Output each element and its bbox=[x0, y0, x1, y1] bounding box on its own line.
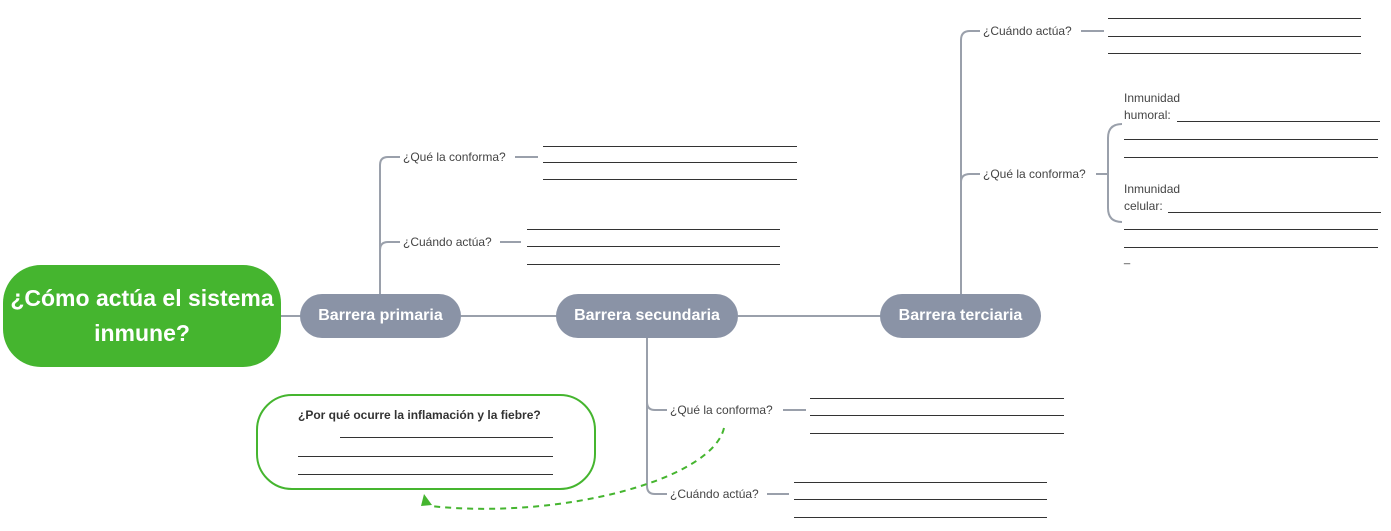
terciaria-que-la-conforma[interactable]: ¿Qué la conforma? bbox=[983, 167, 1086, 181]
terciaria-cuando-actua[interactable]: ¿Cuándo actúa? bbox=[983, 24, 1072, 38]
primaria-que-la-conforma[interactable]: ¿Qué la conforma? bbox=[403, 150, 506, 164]
answer-line[interactable] bbox=[1108, 53, 1361, 54]
node-barrera-terciaria[interactable]: Barrera terciaria bbox=[880, 294, 1041, 338]
answer-line[interactable] bbox=[794, 482, 1047, 483]
answer-line[interactable] bbox=[543, 162, 797, 163]
barrera-primaria-label: Barrera primaria bbox=[318, 307, 443, 324]
bracket-inmunidad bbox=[1107, 123, 1123, 223]
answer-line[interactable] bbox=[794, 517, 1047, 518]
answer-line[interactable] bbox=[1124, 157, 1378, 158]
answer-line[interactable] bbox=[543, 146, 797, 147]
barrera-secundaria-label: Barrera secundaria bbox=[574, 307, 720, 324]
answer-line[interactable] bbox=[1108, 18, 1361, 19]
node-barrera-secundaria[interactable]: Barrera secundaria bbox=[556, 294, 738, 338]
inmunidad-celular-label: Inmunidad celular: bbox=[1124, 182, 1181, 213]
answer-line[interactable] bbox=[298, 456, 553, 457]
answer-line[interactable] bbox=[1108, 36, 1361, 37]
answer-line[interactable] bbox=[1124, 229, 1378, 230]
answer-line[interactable] bbox=[543, 179, 797, 180]
secundaria-cuando-actua[interactable]: ¿Cuándo actúa? bbox=[670, 487, 759, 501]
answer-line[interactable] bbox=[810, 433, 1064, 434]
dashed-arrow-line bbox=[429, 427, 725, 510]
answer-line[interactable] bbox=[1124, 247, 1378, 248]
root-topic-label: ¿Cómo actúa el sistema inmune? bbox=[10, 285, 274, 346]
answer-line[interactable] bbox=[527, 229, 780, 230]
answer-line[interactable] bbox=[794, 499, 1047, 500]
inmunidad-humoral-label: Inmunidad humoral: bbox=[1124, 91, 1181, 122]
connector-secundaria-q2 bbox=[646, 402, 667, 495]
answer-line[interactable] bbox=[527, 264, 780, 265]
node-barrera-primaria[interactable]: Barrera primaria bbox=[300, 294, 461, 338]
root-topic[interactable]: ¿Cómo actúa el sistema inmune? bbox=[3, 265, 281, 367]
connector-primaria-q2 bbox=[379, 241, 400, 251]
secundaria-que-la-conforma[interactable]: ¿Qué la conforma? bbox=[670, 403, 773, 417]
answer-line[interactable] bbox=[1177, 121, 1380, 122]
answer-line[interactable] bbox=[1168, 212, 1381, 213]
connector-primaria-q1 bbox=[379, 156, 400, 295]
trailing-mark: _ bbox=[1124, 253, 1131, 265]
connector-terciaria-q2 bbox=[960, 173, 980, 183]
answer-line[interactable] bbox=[1124, 139, 1378, 140]
answer-line[interactable] bbox=[810, 398, 1064, 399]
answer-line[interactable] bbox=[810, 415, 1064, 416]
answer-line[interactable] bbox=[340, 437, 553, 438]
connector-secundaria-q1 bbox=[646, 338, 667, 411]
primaria-cuando-actua[interactable]: ¿Cuándo actúa? bbox=[403, 235, 492, 249]
barrera-terciaria-label: Barrera terciaria bbox=[898, 307, 1023, 324]
connector-terciaria-q1 bbox=[960, 30, 980, 295]
arrowhead-icon bbox=[421, 494, 432, 506]
callout-question: ¿Por qué ocurre la inflamación y la fieb… bbox=[298, 408, 541, 422]
answer-line[interactable] bbox=[298, 474, 553, 475]
answer-line[interactable] bbox=[527, 246, 780, 247]
